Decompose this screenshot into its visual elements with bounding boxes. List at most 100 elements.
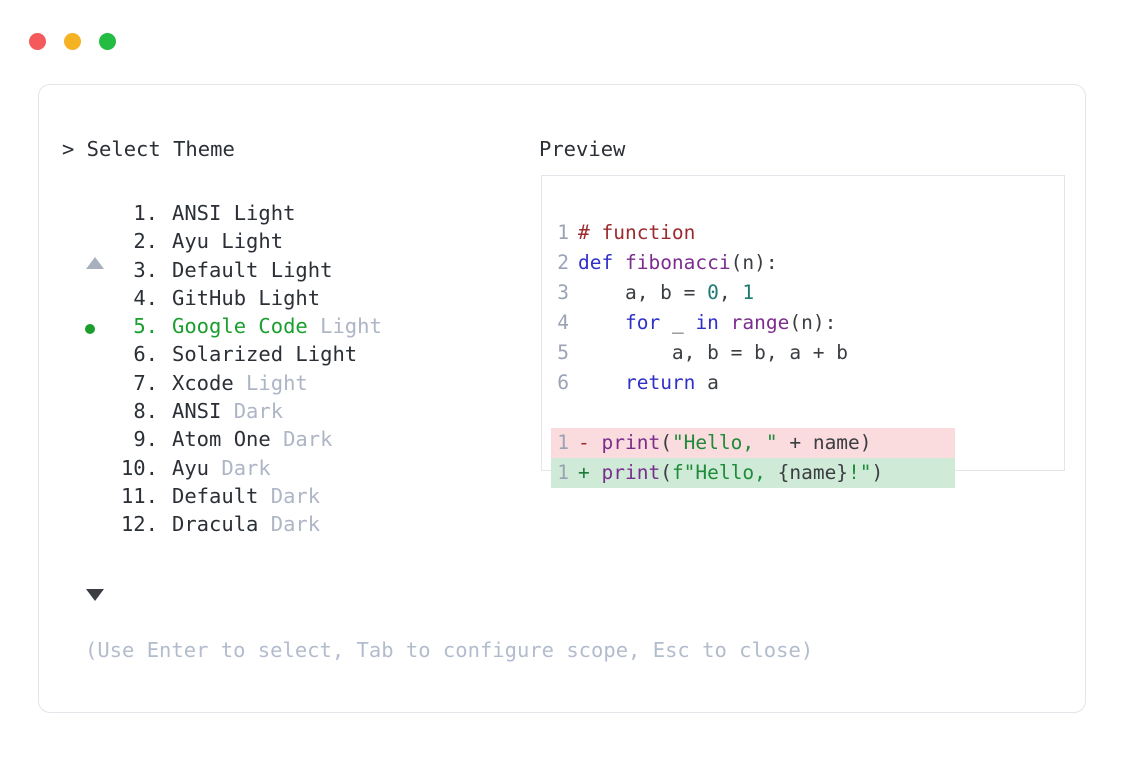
line-number: 3 xyxy=(557,281,569,304)
theme-list-item[interactable]: 7.Xcode Light xyxy=(62,369,532,397)
code-token: print xyxy=(601,431,661,454)
theme-item-number: 6. xyxy=(133,342,158,367)
theme-item-variant: Light xyxy=(258,257,333,282)
theme-item-variant: Light xyxy=(233,370,308,395)
code-token: fibonacci xyxy=(624,251,731,274)
theme-list-item[interactable]: 2. Ayu Light xyxy=(62,227,532,255)
code-token: (n): xyxy=(730,251,778,274)
code-token: def xyxy=(578,251,625,274)
line-number: 5 xyxy=(557,341,569,364)
theme-list-item[interactable]: 8. ANSI Dark xyxy=(62,397,532,425)
line-number: 4 xyxy=(557,311,569,334)
theme-item-variant: Light xyxy=(209,229,284,254)
window-traffic-lights xyxy=(29,33,116,50)
line-number: 1 xyxy=(557,221,569,244)
theme-item-name: ANSI Light xyxy=(172,201,296,225)
theme-item-name: Solarized Light xyxy=(172,342,358,367)
theme-list-item[interactable]: 5. Google Code Light xyxy=(62,312,532,340)
scroll-up-arrow-icon[interactable] xyxy=(86,257,104,269)
theme-item-name: Ayu Light xyxy=(172,229,284,254)
theme-list-item[interactable]: 10.Ayu Dark xyxy=(62,454,532,482)
code-token xyxy=(578,311,625,334)
code-token: , xyxy=(718,281,743,304)
theme-item-name: ANSI Dark xyxy=(172,399,284,424)
code-token: a, b = xyxy=(578,281,708,304)
preview-heading: Preview xyxy=(539,137,626,161)
code-token: return xyxy=(624,371,696,394)
theme-item-name: Xcode Light xyxy=(172,370,308,395)
line-number: 1 xyxy=(557,431,569,454)
theme-item-variant: Light xyxy=(221,201,296,225)
theme-item-variant: Dark xyxy=(258,512,321,537)
theme-item-name: Default Dark xyxy=(172,483,321,508)
line-number: 6 xyxy=(557,371,569,394)
code-line: 5 a, b = b, a + b xyxy=(555,338,955,368)
keyboard-hint: (Use Enter to select, Tab to configure s… xyxy=(85,638,814,662)
code-token: for xyxy=(624,311,661,334)
theme-item-variant: Light xyxy=(246,285,321,310)
theme-item-number: 2. xyxy=(133,229,158,254)
code-token: in xyxy=(695,311,719,334)
minimize-button[interactable] xyxy=(64,33,81,50)
code-token: {name} xyxy=(777,461,849,484)
selected-bullet-icon xyxy=(85,323,95,334)
theme-list-item[interactable]: 9. Atom One Dark xyxy=(62,425,532,453)
code-token: # function xyxy=(578,221,696,244)
code-token xyxy=(719,311,731,334)
theme-item-number: 4. xyxy=(133,285,158,310)
diff-marker: + xyxy=(578,461,602,484)
scroll-down-arrow-icon[interactable] xyxy=(86,589,104,601)
theme-item-variant: Dark xyxy=(270,427,333,452)
theme-list-item[interactable]: 12. Dracula Dark xyxy=(62,510,532,538)
diff-line-del: 1- print("Hello, " + name) xyxy=(551,428,955,458)
window-titlebar xyxy=(0,0,1129,76)
theme-list-item[interactable]: 4. GitHub Light xyxy=(62,284,532,312)
code-token: f"Hello, xyxy=(671,461,778,484)
theme-list-item[interactable]: 11. Default Dark xyxy=(62,482,532,510)
theme-item-number: 8. xyxy=(133,399,158,424)
code-token: a xyxy=(695,371,719,394)
theme-item-number: 11. xyxy=(120,483,158,508)
code-token: ) xyxy=(871,461,884,484)
theme-list-item[interactable]: 6. Solarized Light xyxy=(62,340,532,368)
line-number: 1 xyxy=(557,461,569,484)
theme-item-variant: Light xyxy=(307,314,382,339)
theme-item-number: 1. xyxy=(133,201,158,225)
code-token: ( xyxy=(660,431,672,454)
code-token: print xyxy=(601,461,661,484)
code-token: a, b = b, a + b xyxy=(578,341,849,364)
theme-item-number: 9. xyxy=(133,427,158,452)
code-line: 1 # function xyxy=(555,218,955,248)
theme-list-item[interactable]: 1. ANSI Light xyxy=(62,199,532,227)
select-theme-prompt: > Select Theme xyxy=(62,137,235,161)
code-token: 1 xyxy=(742,281,755,304)
code-token: 0 xyxy=(707,281,719,304)
maximize-button[interactable] xyxy=(99,33,116,50)
close-button[interactable] xyxy=(29,33,46,50)
theme-item-name: Dracula Dark xyxy=(172,512,321,537)
code-token: ( xyxy=(660,461,672,484)
theme-item-name: GitHub Light xyxy=(172,285,321,310)
code-spacer xyxy=(555,398,955,428)
theme-item-number: 10. xyxy=(120,455,158,480)
theme-item-number: 3. xyxy=(133,257,158,282)
theme-item-number: 5. xyxy=(133,314,158,339)
theme-item-variant: Dark xyxy=(209,455,271,480)
theme-list-item[interactable]: 3. Default Light xyxy=(62,256,532,284)
theme-item-name: Atom One Dark xyxy=(172,427,333,452)
code-token: "Hello, " xyxy=(671,431,778,454)
code-token: + name) xyxy=(777,431,872,454)
theme-item-number: 12. xyxy=(120,512,158,537)
code-token: _ xyxy=(660,311,696,334)
code-token xyxy=(578,371,625,394)
theme-item-variant: Light xyxy=(283,342,358,367)
theme-item-name: Google Code Light xyxy=(172,314,382,339)
diff-line-add: 1+ print(f"Hello, {name}!") xyxy=(551,458,955,488)
theme-item-name: Default Light xyxy=(172,257,333,282)
code-line: 4 for _ in range(n): xyxy=(555,308,955,338)
